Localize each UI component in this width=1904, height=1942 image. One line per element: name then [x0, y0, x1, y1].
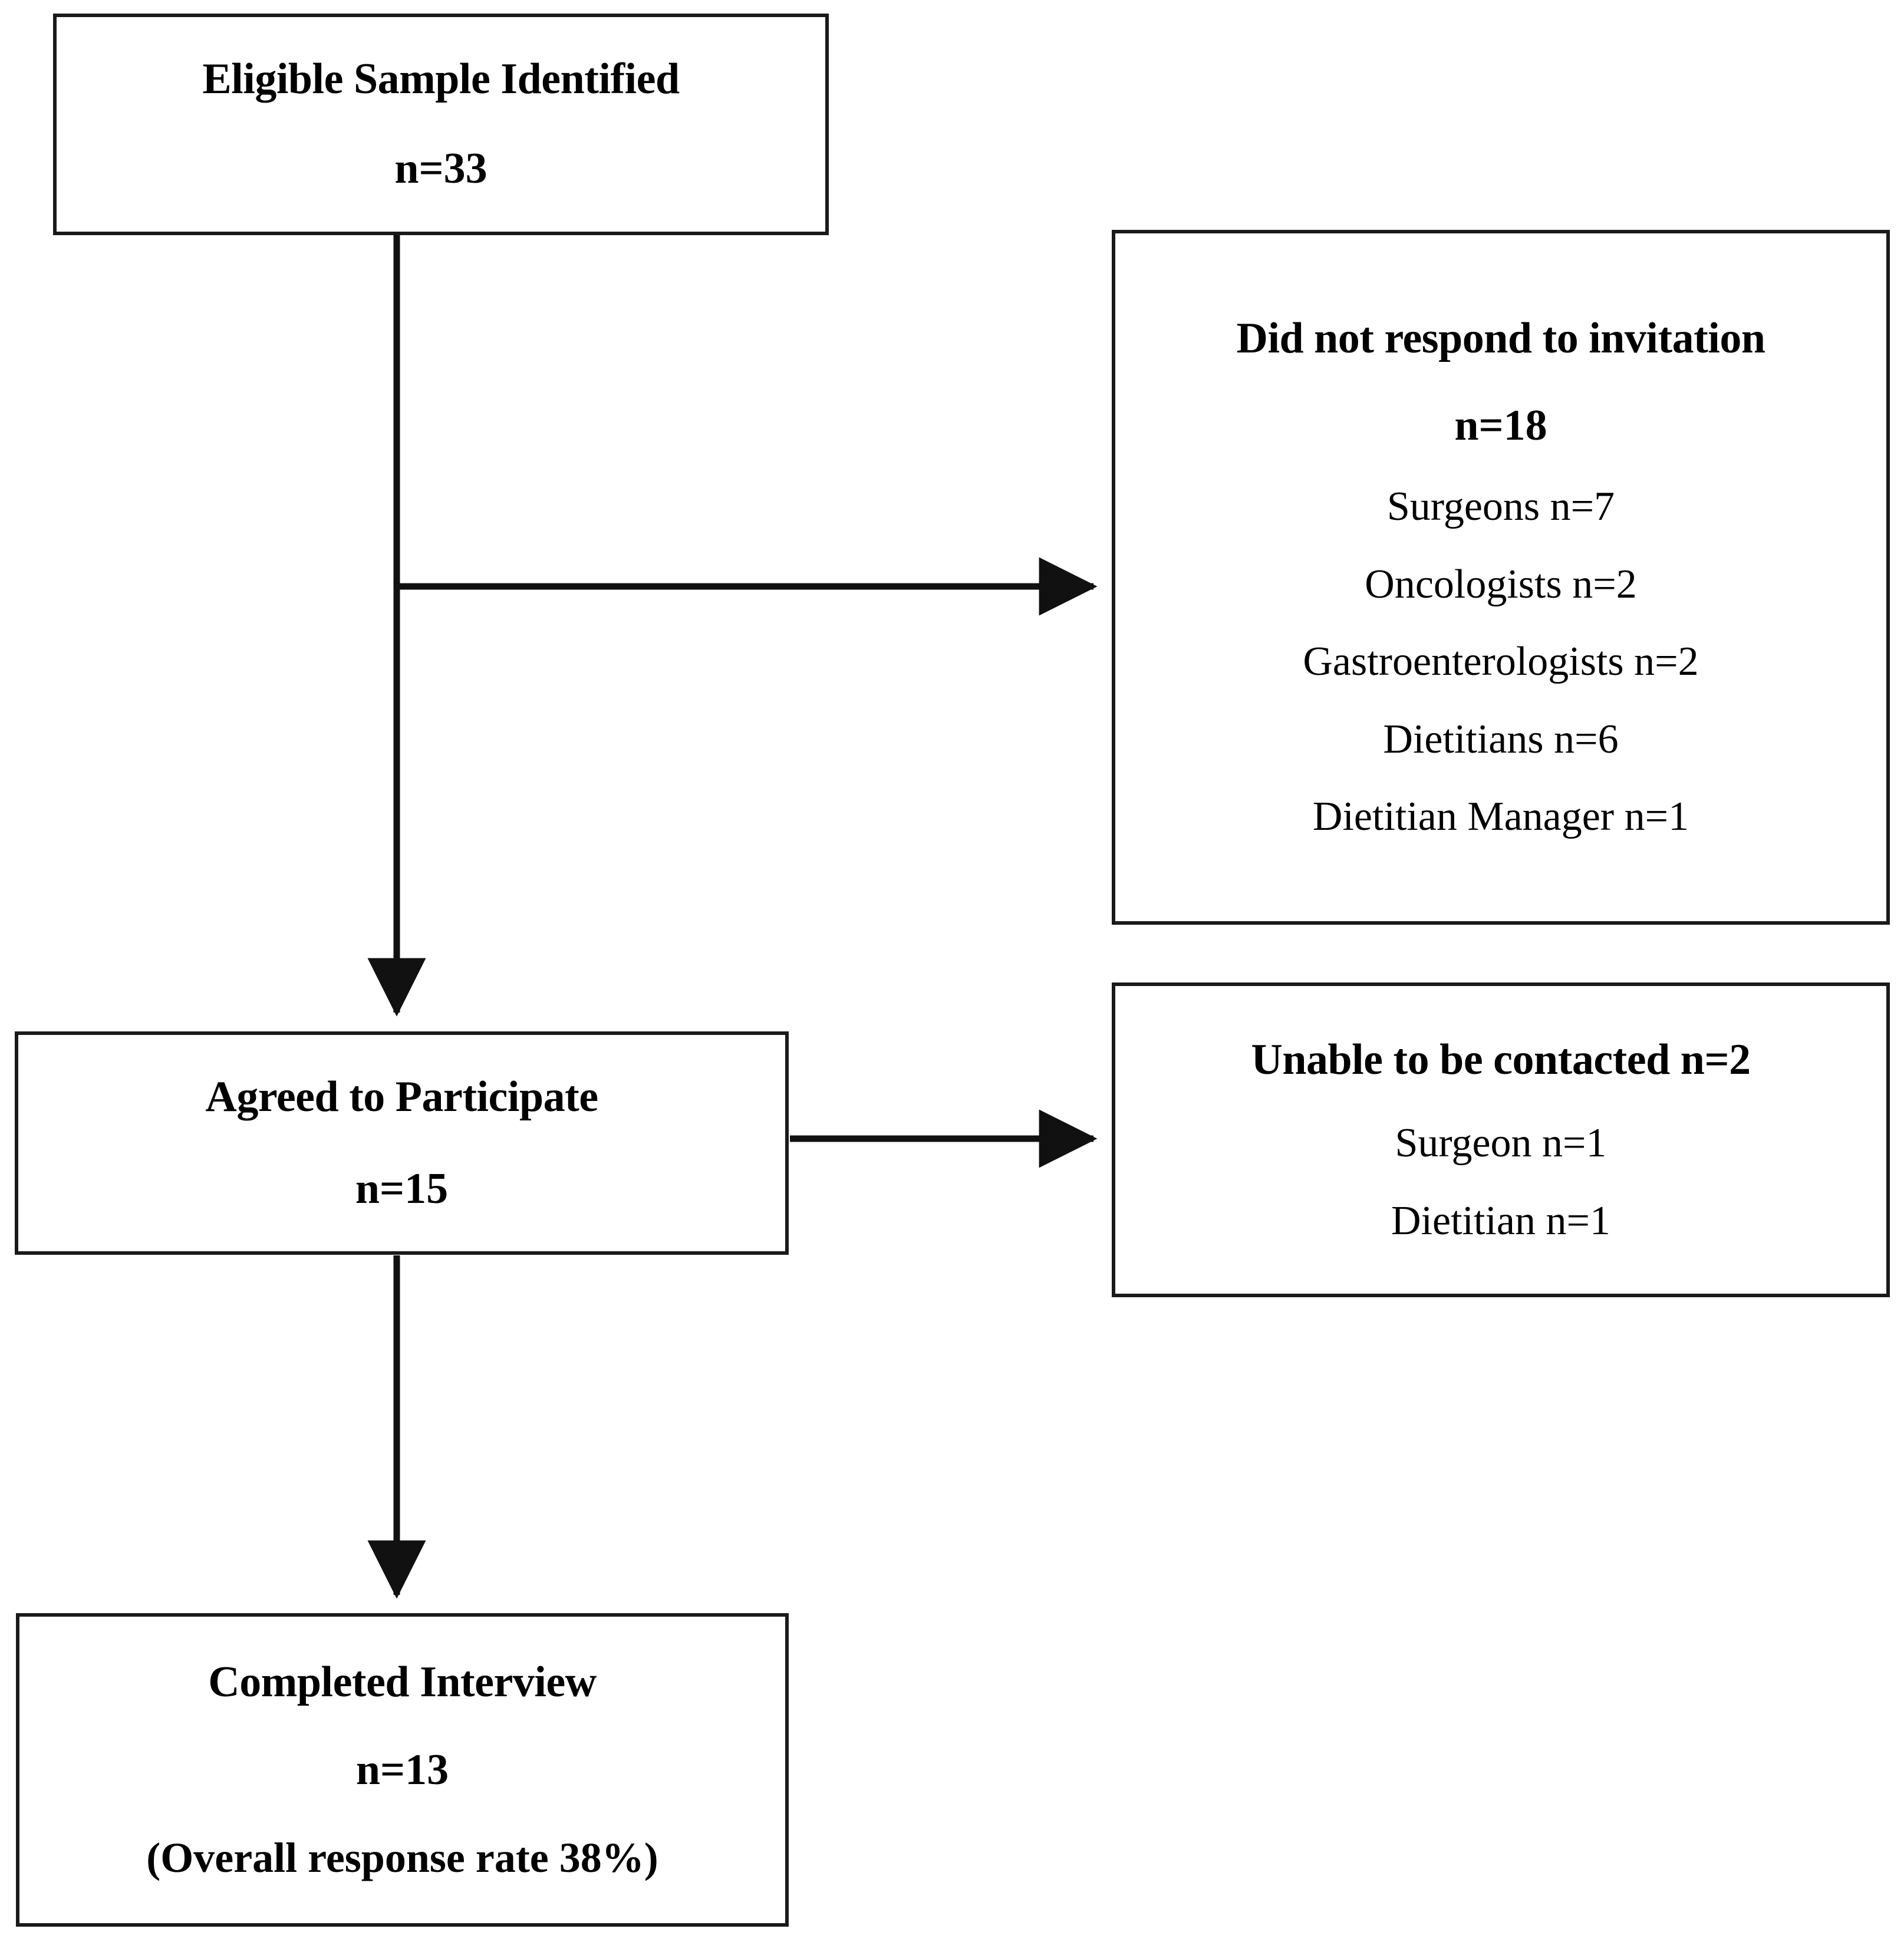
box-agreed-to-participate: Agreed to Participate n=15 [15, 1031, 789, 1255]
box-unreachable-item-surgeon: Surgeon n=1 [1395, 1120, 1607, 1166]
box-eligible-count: n=33 [394, 144, 487, 193]
box-no-response-item-surgeons: Surgeons n=7 [1386, 484, 1615, 530]
box-no-response-title: Did not respond to invitation [1236, 314, 1766, 363]
box-did-not-respond: Did not respond to invitation n=18 Surge… [1112, 230, 1890, 925]
box-completed-response-rate: (Overall response rate 38%) [146, 1834, 658, 1881]
box-unable-to-be-contacted: Unable to be contacted n=2 Surgeon n=1 D… [1112, 982, 1890, 1297]
box-eligible-sample: Eligible Sample Identified n=33 [53, 14, 829, 235]
box-unreachable-title: Unable to be contacted n=2 [1251, 1035, 1751, 1084]
box-no-response-item-gastroenterologists: Gastroenterologists n=2 [1303, 639, 1699, 685]
box-no-response-item-dietitians: Dietitians n=6 [1383, 716, 1619, 762]
box-completed-interview: Completed Interview n=13 (Overall respon… [16, 1613, 789, 1927]
box-completed-title: Completed Interview [208, 1657, 597, 1706]
box-agreed-title: Agreed to Participate [205, 1072, 598, 1121]
box-no-response-item-dietitian-manager: Dietitian Manager n=1 [1312, 794, 1689, 840]
box-completed-count: n=13 [355, 1746, 449, 1795]
box-unreachable-item-dietitian: Dietitian n=1 [1391, 1198, 1610, 1244]
box-no-response-count: n=18 [1454, 401, 1547, 450]
box-eligible-title: Eligible Sample Identified [202, 55, 680, 104]
box-agreed-count: n=15 [355, 1164, 449, 1213]
box-no-response-item-oncologists: Oncologists n=2 [1365, 561, 1637, 607]
